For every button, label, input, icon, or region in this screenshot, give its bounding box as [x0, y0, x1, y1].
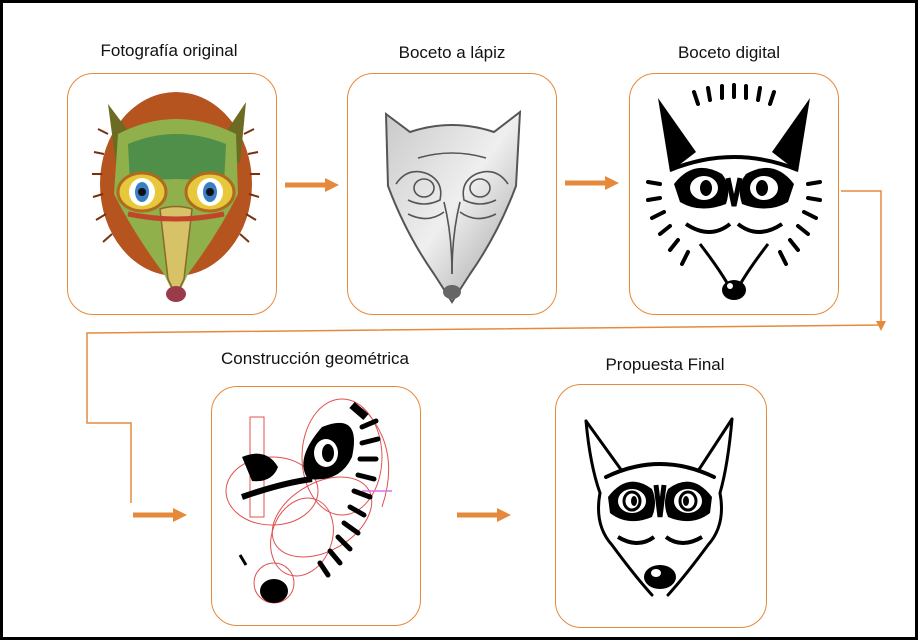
stage-label-construccion-geometrica: Construcción geométrica	[221, 349, 409, 369]
arrow-right-icon	[563, 173, 623, 193]
pencil-sketch-mask-icon	[348, 74, 556, 314]
stage-label-boceto-lapiz: Boceto a lápiz	[399, 43, 506, 63]
card-propuesta-final	[555, 384, 767, 628]
stage-label-propuesta-final: Propuesta Final	[605, 355, 724, 375]
arrow-right-icon	[283, 175, 343, 195]
arrow-right-icon	[455, 505, 515, 525]
stage-label-fotografia-original: Fotografía original	[100, 41, 237, 61]
stage-label-boceto-digital: Boceto digital	[678, 43, 780, 63]
card-boceto-lapiz	[347, 73, 557, 315]
final-proposal-mask-icon	[556, 385, 766, 627]
card-fotografia-original	[67, 73, 277, 315]
arrow-right-icon	[131, 505, 191, 525]
armadillo-mask-photo-icon	[68, 74, 276, 314]
geometric-construction-icon	[212, 387, 420, 625]
card-construccion-geometrica	[211, 386, 421, 626]
card-boceto-digital	[629, 73, 839, 315]
digital-sketch-mask-icon	[630, 74, 838, 314]
